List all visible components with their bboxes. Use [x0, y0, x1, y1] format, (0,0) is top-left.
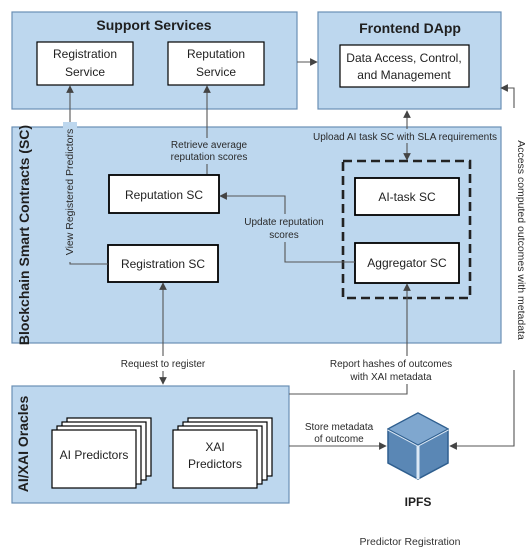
ai-task-sc-box: AI-task SC	[354, 177, 460, 216]
figure-caption: Predictor Registration	[360, 536, 461, 548]
ipfs-cube-icon	[386, 412, 450, 480]
store-metadata-label: Store metadata of outcome	[300, 419, 378, 445]
svg-text:with XAI metadata: with XAI metadata	[349, 372, 432, 383]
retrieve-reputation-label: Retrieve average reputation scores	[158, 138, 260, 164]
blockchain-title: Blockchain Smart Contracts (SC)	[16, 125, 32, 345]
svg-text:Request to register: Request to register	[121, 359, 206, 370]
registration-service-box: Registration Service	[36, 41, 134, 86]
upload-ai-task-label: Upload AI task SC with SLA requirements	[312, 129, 498, 143]
reputation-service-box: Reputation Service	[167, 41, 265, 86]
report-hashes-label: Report hashes of outcomes with XAI metad…	[326, 356, 456, 384]
xai-predictors-line2: Predictors	[188, 457, 242, 471]
xai-predictors-line1: XAI	[205, 440, 224, 454]
reputation-sc-label: Reputation SC	[125, 188, 203, 202]
svg-text:Store metadata: Store metadata	[305, 422, 374, 433]
svg-text:Update reputation: Update reputation	[244, 217, 324, 228]
svg-text:of outcome: of outcome	[314, 434, 364, 445]
registration-service-line2: Service	[65, 65, 105, 79]
ai-task-sc-label: AI-task SC	[378, 190, 436, 204]
xai-predictors-stack: XAI Predictors	[172, 417, 273, 489]
update-reputation-label: Update reputation scores	[238, 214, 330, 242]
data-access-line1: Data Access, Control,	[346, 51, 461, 65]
data-access-box: Data Access, Control, and Management	[339, 44, 470, 88]
svg-text:View Registered Predictors: View Registered Predictors	[64, 129, 76, 255]
reputation-service-line2: Service	[196, 65, 236, 79]
reputation-service-line1: Reputation	[187, 47, 245, 61]
registration-sc-box: Registration SC	[107, 244, 219, 283]
frontend-title: Frontend DApp	[359, 20, 461, 36]
svg-text:reputation scores: reputation scores	[171, 152, 248, 163]
registration-sc-label: Registration SC	[121, 257, 205, 271]
aggregator-sc-box: Aggregator SC	[354, 242, 460, 284]
view-registered-label: View Registered Predictors	[63, 122, 77, 262]
svg-text:Report hashes of outcomes: Report hashes of outcomes	[330, 359, 452, 370]
request-register-label: Request to register	[108, 356, 218, 371]
ai-predictors-label: AI Predictors	[60, 448, 129, 462]
ipfs-label: IPFS	[405, 495, 432, 509]
svg-text:Access computed outcomes with: Access computed outcomes with metadata	[515, 140, 527, 340]
access-outcomes-label: Access computed outcomes with metadata	[507, 108, 527, 370]
svg-text:scores: scores	[269, 230, 298, 241]
support-services-title: Support Services	[96, 17, 211, 33]
report-hashes-arrow	[289, 283, 411, 395]
svg-text:Retrieve average: Retrieve average	[171, 140, 248, 151]
aggregator-sc-label: Aggregator SC	[367, 256, 447, 270]
registration-service-line1: Registration	[53, 47, 117, 61]
data-access-line2: and Management	[357, 68, 451, 82]
oracles-title: AI/XAI Oracles	[15, 396, 31, 493]
svg-text:Upload AI task SC with SLA req: Upload AI task SC with SLA requirements	[313, 132, 497, 143]
reputation-sc-box: Reputation SC	[108, 174, 220, 214]
ai-predictors-stack: AI Predictors	[51, 417, 152, 489]
